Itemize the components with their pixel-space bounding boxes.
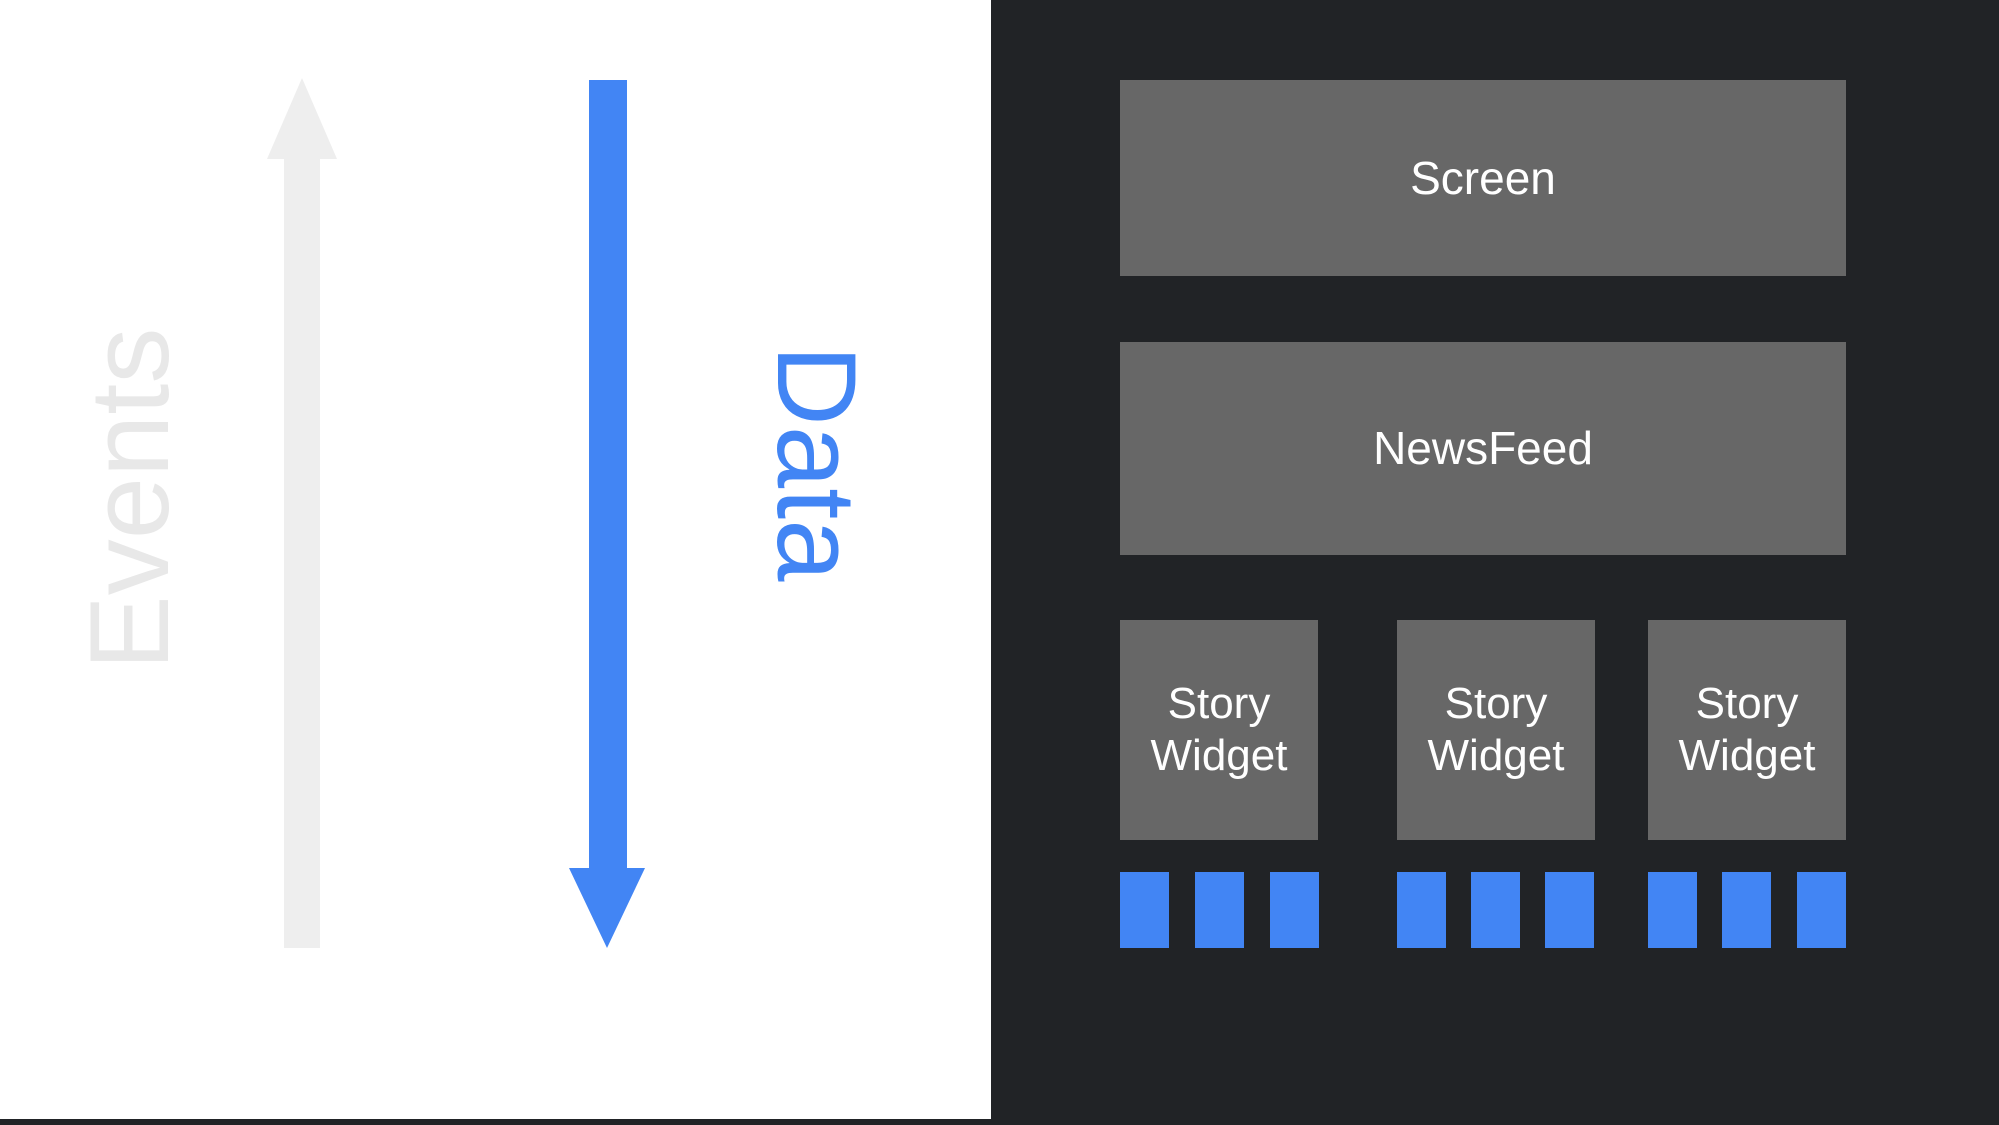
flow-region: Events Data (0, 0, 991, 1119)
node-story-widget[interactable]: Story Widget (1648, 620, 1846, 840)
node-screen[interactable]: Screen (1120, 80, 1846, 276)
node-newsfeed[interactable]: NewsFeed (1120, 342, 1846, 555)
events-flow-label: Events (67, 327, 192, 670)
node-newsfeed-label: NewsFeed (1373, 422, 1593, 475)
leaf-node[interactable] (1797, 872, 1846, 948)
leaf-node[interactable] (1120, 872, 1169, 948)
arrow-down-icon (569, 80, 645, 948)
leaf-node[interactable] (1722, 872, 1771, 948)
node-story-widget-label: Story Widget (1678, 679, 1816, 780)
arrow-up-icon (267, 78, 337, 948)
leaf-node[interactable] (1648, 872, 1697, 948)
leaf-node[interactable] (1270, 872, 1319, 948)
node-story-widget-label: Story Widget (1427, 679, 1565, 780)
node-story-widget[interactable]: Story Widget (1120, 620, 1318, 840)
widget-tree-region: Screen NewsFeed Story Widget Story Widge… (991, 0, 1995, 1119)
leaf-node[interactable] (1397, 872, 1446, 948)
leaf-node[interactable] (1545, 872, 1594, 948)
node-story-widget[interactable]: Story Widget (1397, 620, 1595, 840)
node-screen-label: Screen (1410, 151, 1556, 204)
leaf-node[interactable] (1195, 872, 1244, 948)
leaf-node[interactable] (1471, 872, 1520, 948)
node-story-widget-label: Story Widget (1150, 679, 1288, 780)
data-flow-label: Data (754, 345, 879, 582)
